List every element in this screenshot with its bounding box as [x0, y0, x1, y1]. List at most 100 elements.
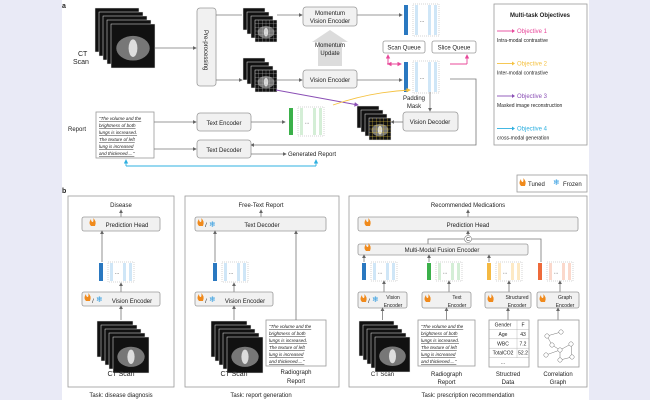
patch-tokens: [107, 261, 135, 283]
objective-description: Masked image reconstruction: [497, 103, 563, 109]
frozen-label: Frozen: [563, 182, 582, 188]
augmented-view-top: [242, 7, 278, 43]
input-label: Correlation: [543, 372, 572, 378]
encoder-label: Text: [452, 295, 462, 301]
flame-icon: [519, 178, 526, 186]
flame-icon: [364, 218, 371, 226]
heart-shape: [127, 349, 135, 364]
vision-embeddings: ...: [99, 261, 135, 283]
fusion-encoder-label: Multi-Modal Fusion Encoder: [405, 248, 480, 254]
encoder-label: Encoder: [508, 303, 527, 309]
graph-node: [557, 357, 563, 363]
prediction-head-label: Prediction Head: [106, 223, 149, 229]
vision-decoder-box: [402, 111, 459, 132]
momentum-encoder-label-2: Vision Encoder: [310, 19, 350, 25]
scan-queue-box: [382, 40, 426, 54]
flame-icon: [424, 294, 431, 302]
graph-node: [569, 354, 575, 360]
momentum-encoder-label-1: Momentum: [315, 11, 345, 17]
report-text-box: [95, 111, 155, 159]
objective-name: Objective 1: [517, 29, 548, 35]
momentum-update-arrow: [312, 30, 348, 66]
input-label: Data: [502, 380, 515, 386]
tuned-frozen-legend: [516, 174, 588, 193]
report-line: "The volume and the: [99, 116, 142, 121]
cls-token: [404, 62, 408, 92]
objectives-legend: [493, 3, 588, 146]
padding-mask-label-1: Padding: [403, 96, 425, 102]
objective-description: cross-modal generation: [497, 136, 549, 142]
momentum-embeddings: ...: [404, 3, 440, 37]
flame-icon: [197, 293, 204, 301]
report-line: The texture of left: [421, 345, 457, 350]
cls-token: [404, 5, 408, 35]
slice-queue-box: [431, 40, 477, 54]
report-text-box: [265, 319, 327, 367]
encoder-label: Graph: [558, 295, 572, 301]
cls-token: [487, 263, 491, 280]
flame-icon: [197, 218, 204, 226]
text-decoder: [194, 216, 327, 232]
flame-icon: [487, 294, 494, 302]
task-label: Task: disease diagnosis: [89, 393, 152, 399]
encoder-label: Vision: [386, 295, 400, 301]
label: /: [92, 299, 94, 305]
svg-text:...: ...: [115, 270, 119, 276]
ct-scan-stack: [210, 320, 264, 374]
radiograph-report-label: Radiograph: [280, 370, 311, 376]
task-label: Task: prescription recommendation: [421, 393, 514, 399]
objective-name: Objective 4: [517, 127, 548, 133]
report-line: "The volume and the: [269, 324, 312, 329]
svg-text:...: ...: [443, 270, 447, 276]
report-line: The texture of left: [269, 345, 305, 350]
graph-edge: [545, 349, 561, 356]
report-line: lung is increased: [421, 352, 456, 357]
cls-token: [99, 263, 103, 281]
report-line: brightness of both: [269, 331, 306, 336]
structured-data-table: [488, 319, 530, 368]
table-cell-value: 43: [520, 332, 526, 338]
text-embeddings: ...: [289, 106, 325, 137]
vision-encoder-label: Vision Encoder: [225, 299, 265, 305]
vision-encoder-label: Vision Encoder: [310, 78, 350, 84]
cls-token: [538, 263, 542, 280]
momentum-update-label-2: Update: [320, 51, 340, 57]
vision-embeddings: ...: [213, 261, 249, 283]
output-disease: Disease: [110, 203, 132, 209]
report-line: brightness of both: [99, 123, 136, 128]
table-cell-value: 52.2: [518, 351, 528, 357]
panel-label-a: a: [62, 3, 66, 10]
report-line: lungs is increased.: [421, 338, 459, 343]
ct-scan-label-1: CT: [78, 51, 88, 58]
cls-token: [427, 263, 431, 280]
preprocessing-label: Pre-processing: [202, 30, 208, 70]
multi-modal-fusion-encoder: [357, 243, 529, 256]
report-line: and thickened....": [269, 359, 305, 364]
output-free-text-report: Free-Text Report: [238, 203, 283, 209]
text-encoder-label: Text Encoder: [206, 121, 241, 127]
text-decoder-label: Text Decoder: [206, 148, 241, 154]
svg-text:...: ...: [229, 270, 233, 276]
report-line: and thickened....": [421, 359, 457, 364]
objective-name: Objective 2: [517, 62, 548, 68]
modality-embeddings: ...: [362, 261, 398, 282]
svg-text:...: ...: [503, 270, 507, 276]
graph-node: [549, 342, 555, 348]
report-line: The texture of left: [99, 137, 135, 142]
input-label: CT Scan: [371, 372, 394, 378]
input-label: Structred: [496, 372, 520, 378]
report-text-box: [417, 319, 476, 367]
heart-shape: [389, 349, 396, 364]
encoder-label: Structured: [505, 295, 528, 301]
svg-text:...: ...: [554, 270, 558, 276]
svg-text:...: ...: [420, 75, 424, 81]
momentum-vision-encoder: [302, 6, 358, 27]
snowflake-icon: ❄: [209, 220, 216, 229]
prediction-head-label: Prediction Head: [447, 223, 490, 229]
table-cell-value: F: [521, 323, 524, 329]
table-cell-key: Age: [499, 332, 508, 338]
graph-node: [557, 347, 563, 353]
graph-node: [544, 333, 550, 339]
concat-operator: [464, 235, 472, 243]
